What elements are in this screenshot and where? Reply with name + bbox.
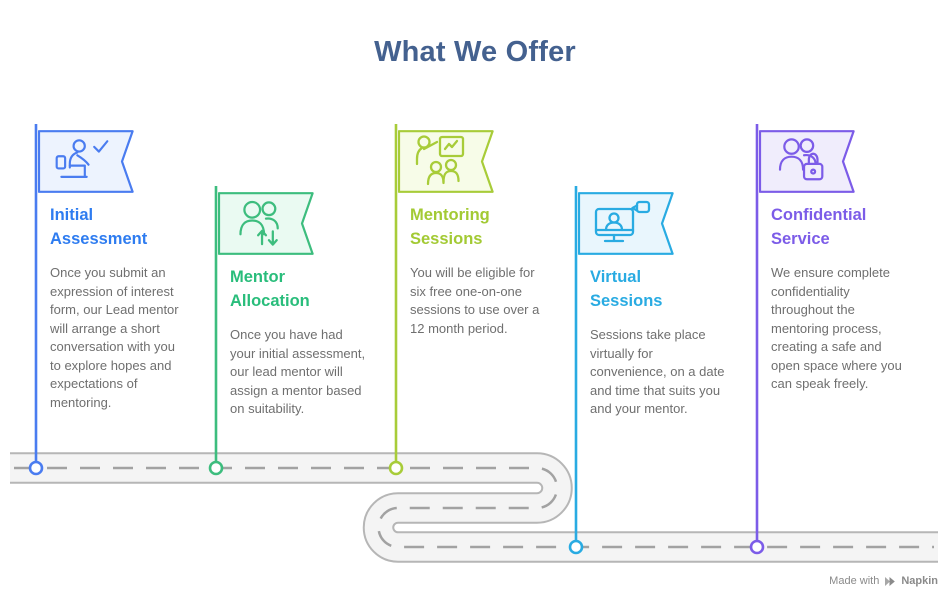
milestone-marker-1 bbox=[28, 460, 44, 476]
flag-confidential-service bbox=[759, 130, 855, 193]
milestone-marker-2 bbox=[208, 460, 224, 476]
napkin-watermark[interactable]: Made with Napkin bbox=[829, 575, 938, 587]
flag-mentoring-sessions bbox=[398, 130, 494, 193]
road-center-dashes bbox=[14, 466, 934, 549]
milestone-description: We ensure complete confidentiality throu… bbox=[771, 265, 902, 391]
page-title: What We Offer bbox=[374, 36, 576, 68]
seated-person-check-icon bbox=[55, 139, 109, 178]
flag-initial-assessment bbox=[38, 130, 134, 193]
road-surface bbox=[10, 454, 938, 561]
milestone-virtual-sessions: Virtual Sessions Sessions take place vir… bbox=[578, 192, 738, 522]
milestone-description: You will be eligible for six free one-on… bbox=[410, 265, 540, 336]
presenter-whiteboard-icon bbox=[415, 135, 465, 186]
two-people-swap-arrows-icon bbox=[239, 200, 279, 246]
milestone-marker-3 bbox=[388, 460, 404, 476]
two-people-padlock-icon bbox=[778, 138, 824, 181]
milestone-mentor-allocation: Mentor Allocation Once you have had your… bbox=[218, 192, 378, 522]
milestone-description: Sessions take place virtually for conven… bbox=[590, 327, 725, 416]
milestone-initial-assessment: Initial Assessment Once you submit an ex… bbox=[38, 130, 198, 460]
flag-virtual-sessions bbox=[578, 192, 674, 255]
milestone-title: Confidential Service bbox=[771, 206, 867, 248]
milestone-title: Mentor Allocation bbox=[230, 268, 310, 310]
milestone-mentoring-sessions: Mentoring Sessions You will be eligible … bbox=[398, 130, 558, 460]
milestone-confidential-service: Confidential Service We ensure complete … bbox=[759, 130, 929, 460]
monitor-video-call-icon bbox=[594, 200, 651, 243]
milestone-marker-4 bbox=[568, 539, 584, 555]
napkin-logo-icon bbox=[885, 576, 896, 586]
watermark-prefix: Made with bbox=[829, 575, 880, 587]
watermark-brand: Napkin bbox=[901, 575, 938, 587]
milestone-marker-5 bbox=[749, 539, 765, 555]
milestone-description: Once you submit an expression of interes… bbox=[50, 265, 179, 410]
flag-mentor-allocation bbox=[218, 192, 314, 255]
milestone-title: Virtual Sessions bbox=[590, 268, 663, 310]
milestone-description: Once you have had your initial assessmen… bbox=[230, 327, 366, 416]
milestone-title: Initial Assessment bbox=[50, 206, 148, 248]
milestone-title: Mentoring Sessions bbox=[410, 206, 490, 248]
